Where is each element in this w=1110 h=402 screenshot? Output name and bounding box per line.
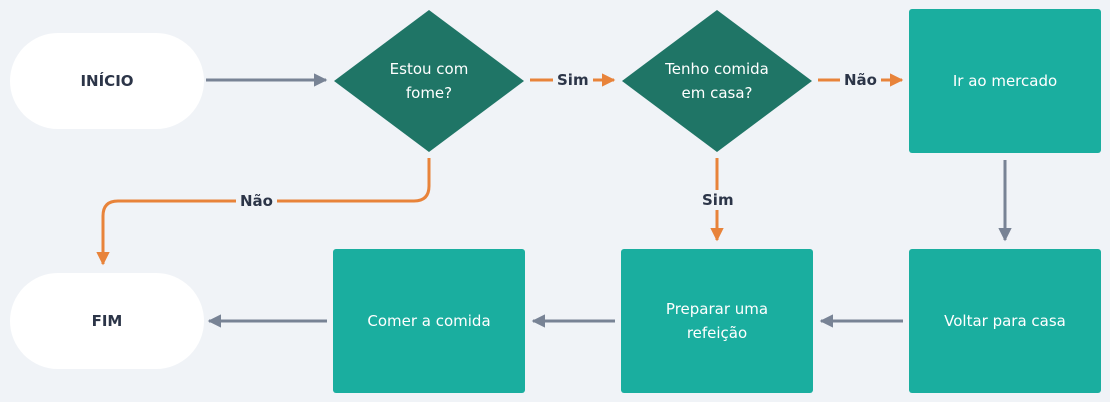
process-prepare-label: Preparar uma refeição [665, 300, 769, 342]
edge-label-food-no: Não [840, 70, 881, 90]
start-label: INÍCIO [80, 72, 134, 90]
process-prepare: Preparar uma refeição [621, 249, 813, 393]
decision-hungry-label: Estou com fome? [389, 60, 469, 102]
edge-label-hungry-no: Não [236, 191, 277, 211]
process-eat: Comer a comida [333, 249, 525, 393]
edge-label-hungry-yes: Sim [553, 70, 593, 90]
edge-label-food-yes: Sim [698, 190, 738, 210]
end-terminal: FIM [10, 273, 204, 369]
decision-food-home-label: Tenho comida em casa? [665, 60, 769, 102]
process-market-label: Ir ao mercado [952, 72, 1058, 90]
decision-food-home-shape [622, 10, 812, 152]
process-back-home-label: Voltar para casa [944, 312, 1066, 330]
start-terminal: INÍCIO [10, 33, 204, 129]
end-label: FIM [91, 312, 123, 330]
process-back-home: Voltar para casa [909, 249, 1101, 393]
process-market: Ir ao mercado [909, 9, 1101, 153]
decision-hungry-shape [334, 10, 524, 152]
process-eat-label: Comer a comida [367, 312, 491, 330]
